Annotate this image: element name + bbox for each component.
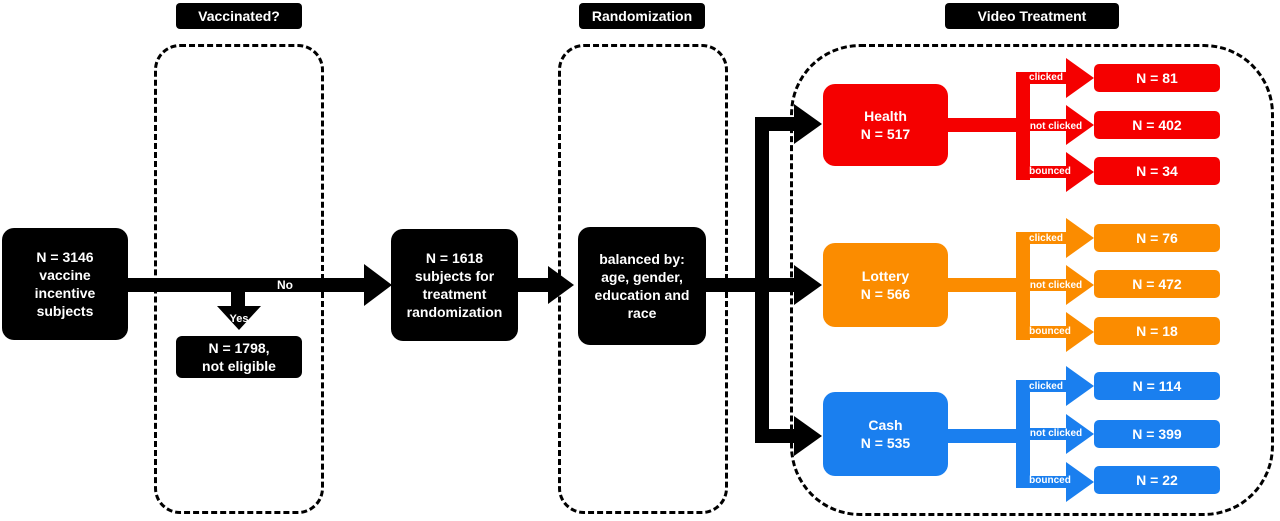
node-randomized-line1: subjects for <box>414 268 495 284</box>
health-not-clicked-count: N = 402 <box>1094 111 1220 139</box>
health-label-bounced: bounced <box>1029 165 1071 177</box>
arm-health: Health N = 517 <box>823 84 948 166</box>
node-balanced-line2: age, gender, <box>601 269 683 285</box>
node-balanced-line4: race <box>627 305 657 321</box>
cash-clicked-count: N = 114 <box>1094 372 1220 400</box>
cash-label-clicked: clicked <box>1029 380 1063 392</box>
cash-label-bounced: bounced <box>1029 474 1071 486</box>
cash-label-not-clicked: not clicked <box>1029 427 1083 439</box>
arm-lottery: Lottery N = 566 <box>823 243 948 327</box>
lottery-label-not-clicked: not clicked <box>1029 279 1083 291</box>
edge-label-yes: Yes <box>229 313 249 325</box>
arrow-no-to-randomized <box>126 264 392 306</box>
node-balanced-line1: balanced by: <box>599 251 685 267</box>
node-balanced-line3: education and <box>594 287 690 303</box>
arm-lottery-n: N = 566 <box>860 286 911 302</box>
cash-outcome-connectors <box>946 366 1094 502</box>
header-randomization: Randomization <box>579 3 705 29</box>
lottery-label-bounced: bounced <box>1029 325 1071 337</box>
node-not-eligible: N = 1798, not eligible <box>176 336 302 378</box>
arm-health-n: N = 517 <box>860 126 911 142</box>
health-clicked-count: N = 81 <box>1094 64 1220 92</box>
arrow-randomized-to-balance <box>518 266 574 304</box>
node-not-eligible-line2: not eligible <box>202 358 276 374</box>
health-bounced-count: N = 34 <box>1094 157 1220 185</box>
node-randomized-line3: randomization <box>406 304 503 320</box>
node-randomized-subjects: N = 1618 subjects for treatment randomiz… <box>391 229 518 341</box>
header-video-treatment: Video Treatment <box>945 3 1119 29</box>
node-balanced-by: balanced by: age, gender, education and … <box>578 227 706 345</box>
arm-cash-name: Cash <box>868 417 903 433</box>
lottery-not-clicked-count: N = 472 <box>1094 270 1220 298</box>
node-not-eligible-n: N = 1798, <box>208 340 270 356</box>
arm-health-name: Health <box>864 108 907 124</box>
node-all-subjects: N = 3146 vaccine incentive subjects <box>2 228 128 340</box>
node-all-subjects-line1: vaccine <box>39 267 91 283</box>
health-label-clicked: clicked <box>1029 71 1063 83</box>
lottery-clicked-count: N = 76 <box>1094 224 1220 252</box>
lottery-label-clicked: clicked <box>1029 232 1063 244</box>
node-randomized-n: N = 1618 <box>425 250 484 266</box>
health-outcome-connectors <box>946 58 1094 192</box>
edge-label-no: No <box>277 278 293 292</box>
arm-lottery-name: Lottery <box>861 268 910 284</box>
header-vaccinated: Vaccinated? <box>176 3 302 29</box>
node-randomized-line2: treatment <box>422 286 487 302</box>
node-all-subjects-line3: subjects <box>36 303 94 319</box>
lottery-outcome-connectors <box>946 218 1094 352</box>
cash-not-clicked-count: N = 399 <box>1094 420 1220 448</box>
arm-cash-n: N = 535 <box>860 435 911 451</box>
arrow-balance-to-arms <box>706 104 822 456</box>
node-all-subjects-n: N = 3146 <box>36 249 94 265</box>
arrow-yes-to-not-eligible <box>217 292 261 330</box>
health-label-not-clicked: not clicked <box>1029 120 1083 132</box>
node-all-subjects-line2: incentive <box>34 285 96 301</box>
arm-cash: Cash N = 535 <box>823 392 948 476</box>
lottery-bounced-count: N = 18 <box>1094 317 1220 345</box>
cash-bounced-count: N = 22 <box>1094 466 1220 494</box>
